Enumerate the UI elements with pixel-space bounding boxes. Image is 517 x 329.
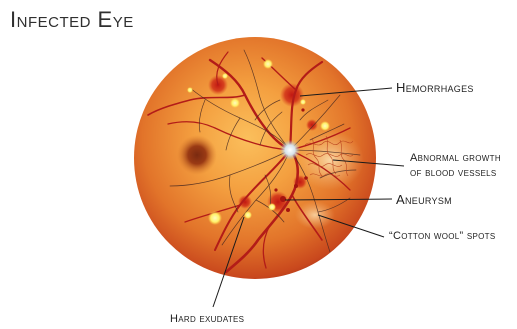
label-aneurysm: Aneurysm [396,192,452,207]
label-abnormal-growth: Abnormal growth of blood vessels [410,151,501,181]
macula [177,135,217,175]
cotton-wool-spot [295,201,335,229]
label-hemorrhages: Hemorrhages [396,80,474,95]
label-hard-exudates: Hard exudates [170,313,244,325]
label-abnormal-growth-line1: Abnormal growth [410,151,501,166]
optic-disc [280,140,300,160]
diagram-title: Infected Eye [10,7,134,33]
label-cotton-wool-spots: “Cotton wool” spots [389,230,496,242]
label-abnormal-growth-line2: of blood vessels [410,166,501,181]
